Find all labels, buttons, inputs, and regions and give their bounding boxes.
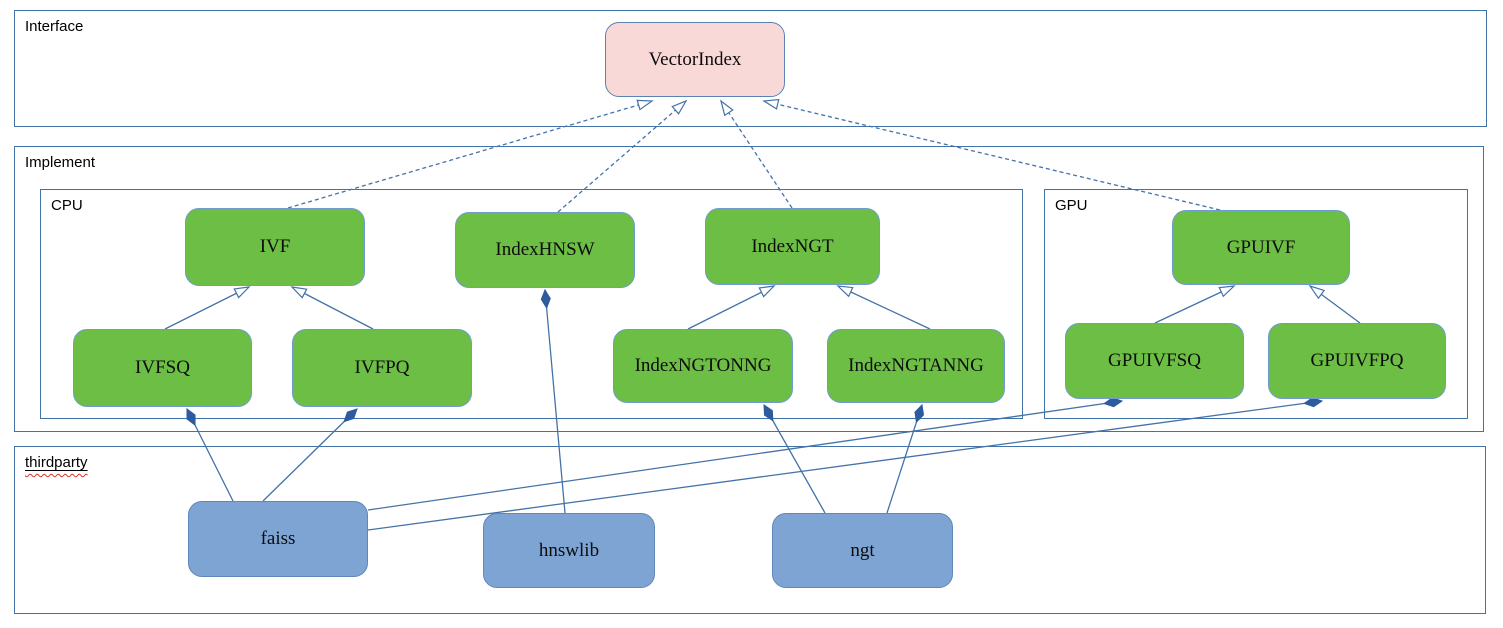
library-node-hnswlib: hnswlib: [483, 513, 655, 588]
class-node-ivfsq: IVFSQ: [73, 329, 252, 407]
class-label-gpuivfpq: GPUIVFPQ: [1310, 350, 1404, 371]
library-label-faiss: faiss: [260, 528, 296, 549]
class-node-indexhnsw: IndexHNSW: [455, 212, 635, 288]
class-label-indexngtanng: IndexNGTANNG: [848, 355, 984, 376]
section-label-gpu: GPU: [1055, 197, 1088, 214]
class-label-ivfsq: IVFSQ: [135, 357, 190, 378]
class-label-indexhnsw: IndexHNSW: [495, 239, 595, 260]
class-node-ivf: IVF: [185, 208, 365, 286]
library-node-faiss: faiss: [188, 501, 368, 577]
library-label-ngt: ngt: [850, 539, 875, 561]
section-label-thirdparty-text: thirdparty: [25, 454, 88, 471]
section-label-thirdparty: thirdparty: [25, 454, 88, 471]
class-label-ivf: IVF: [259, 236, 291, 257]
class-label-vectorindex: VectorIndex: [648, 48, 742, 70]
section-label-implement: Implement: [25, 154, 96, 171]
class-node-gpuivfsq: GPUIVFSQ: [1065, 323, 1244, 399]
class-label-gpuivfsq: GPUIVFSQ: [1108, 350, 1201, 371]
class-node-indexngt: IndexNGT: [705, 208, 880, 285]
class-node-gpuivfpq: GPUIVFPQ: [1268, 323, 1446, 399]
class-label-indexngtonng: IndexNGTONNG: [634, 355, 772, 376]
section-label-interface: Interface: [25, 18, 84, 35]
library-label-hnswlib: hnswlib: [538, 539, 600, 561]
class-node-ivfpq: IVFPQ: [292, 329, 472, 407]
class-node-gpuivf: GPUIVF: [1172, 210, 1350, 285]
class-label-indexngt: IndexNGT: [751, 235, 834, 257]
library-node-ngt: ngt: [772, 513, 953, 588]
class-node-indexngtanng: IndexNGTANNG: [827, 329, 1005, 403]
section-label-cpu: CPU: [51, 197, 83, 214]
class-node-indexngtonng: IndexNGTONNG: [613, 329, 793, 403]
class-label-ivfpq: IVFPQ: [354, 357, 410, 378]
class-label-gpuivf: GPUIVF: [1226, 236, 1296, 258]
class-node-vectorindex: VectorIndex: [605, 22, 785, 97]
